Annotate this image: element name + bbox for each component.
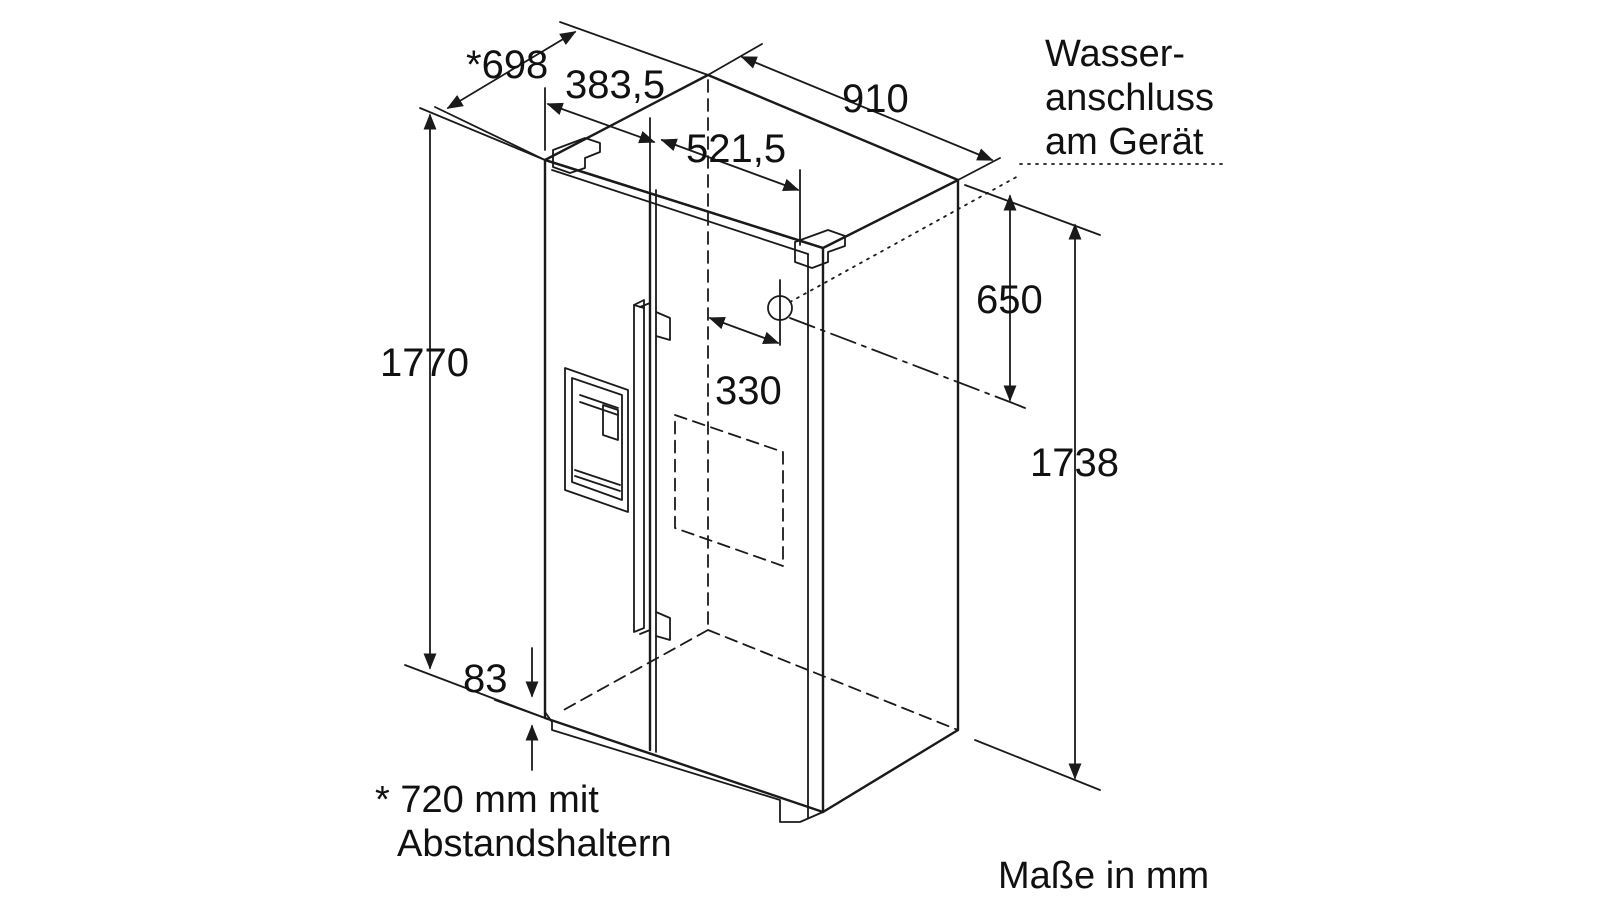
dispenser [564, 367, 629, 513]
dim-line-330 [708, 316, 780, 345]
water-recess-outline [674, 414, 784, 567]
refrigerator-outline [543, 73, 960, 823]
door-handles [633, 299, 671, 641]
dim-line-910 [740, 56, 994, 161]
dimension-lines [404, 21, 1101, 791]
water-connection-label-line1: Wasser- [1045, 33, 1185, 75]
side-face-edge [821, 178, 960, 814]
dim-line-698 [446, 31, 577, 109]
dim-521-label: 521,5 [686, 127, 786, 171]
dim-698-label: *698 [466, 43, 548, 87]
annotation-labels: Wasser- anschluss am Gerät * 720 mm mit … [375, 33, 1214, 897]
dim-line-521 [661, 139, 800, 192]
water-connection [767, 163, 1229, 403]
dim-910-label: 910 [842, 77, 909, 121]
hinge-right [794, 229, 846, 269]
footnote-line2: Abstandshaltern [397, 823, 672, 865]
dim-330-label: 330 [715, 369, 782, 413]
base-plinth [544, 711, 824, 823]
footnote-line1: * 720 mm mit [375, 779, 599, 821]
units-note: Maße in mm [998, 855, 1209, 897]
dim-650-label: 650 [976, 278, 1043, 322]
dimension-labels: *698 383,5 910 521,5 1770 1738 650 330 8… [380, 43, 1119, 701]
dim-line-383 [546, 102, 656, 144]
dim-1770-label: 1770 [380, 341, 469, 385]
water-connection-label-line2: anschluss [1045, 77, 1214, 119]
dim-83-label: 83 [463, 657, 508, 701]
dim-383-label: 383,5 [565, 63, 665, 107]
hidden-edges [559, 79, 959, 731]
front-face [543, 158, 825, 814]
water-connection-label-line3: am Gerät [1045, 121, 1204, 163]
dim-1738-label: 1738 [1030, 441, 1119, 485]
